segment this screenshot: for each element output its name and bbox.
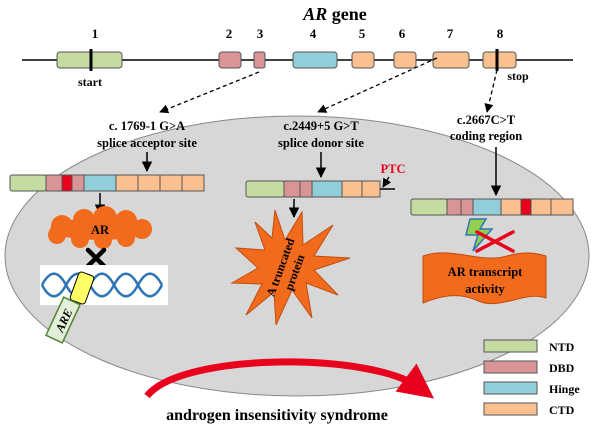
ptc-label: PTC (381, 162, 406, 176)
exon-2 (218, 51, 242, 69)
dashed-arrow-variant-2 (317, 57, 438, 113)
outcome-arrow (144, 358, 435, 399)
dna-panel (40, 265, 168, 305)
exon-number-7: 7 (447, 26, 454, 41)
exon-5 (351, 51, 375, 69)
transcript-variant-2 (245, 180, 381, 198)
exon-7 (432, 51, 470, 69)
ar-label: AR (91, 223, 110, 237)
exon-4 (292, 51, 338, 69)
variant-3-site: coding region (450, 129, 522, 143)
activity-label-line1: AR transcript (448, 265, 523, 279)
legend-label-dbd: DBD (549, 361, 575, 375)
gene-title: AR gene (302, 4, 367, 24)
transcript-variant-1 (9, 174, 205, 192)
activity-label-line2: activity (465, 282, 505, 296)
variant-3-name: c.2667C>T (457, 113, 516, 127)
exon-number-6: 6 (399, 26, 406, 41)
legend-swatch-ctd (483, 402, 538, 416)
exon-8 (482, 51, 517, 69)
ar-protein-cloud (48, 206, 152, 249)
ptc-arrow (382, 176, 392, 188)
transcript-variant-3 (410, 198, 574, 216)
variant-2-name: c.2449+5 G>T (283, 119, 359, 133)
red-x-icon (475, 230, 515, 253)
exon-number-4: 4 (310, 26, 317, 41)
activity-banner (422, 252, 547, 305)
block-x-icon (85, 247, 107, 269)
exon-3 (253, 51, 266, 69)
outcome-label: androgen insensitivity syndrome (166, 407, 388, 424)
dna-helix-icon (40, 272, 164, 298)
dashed-arrow-variant-3 (484, 69, 498, 113)
legend-label-hinge: Hinge (549, 382, 580, 396)
are-element: ARE (44, 296, 82, 344)
exon-6 (393, 51, 417, 69)
exon-number-2: 2 (226, 26, 233, 41)
exon-number-3: 3 (257, 26, 264, 41)
start-label: start (78, 75, 102, 89)
exon-number-1: 1 (92, 26, 99, 41)
legend-swatch-dbd (483, 360, 538, 374)
legend-swatch-ntd (483, 339, 538, 353)
ar-binding-domain (69, 271, 95, 305)
legend-label-ntd: NTD (549, 340, 575, 354)
legend-label-ctd: CTD (549, 403, 575, 417)
variant-2-site: splice donor site (278, 136, 364, 150)
legend: NTD DBD Hinge CTD (483, 339, 580, 417)
variant-1-site: splice acceptor site (97, 136, 197, 150)
truncated-protein-burst (230, 209, 351, 326)
exon-number-8: 8 (497, 26, 504, 41)
exon-number-5: 5 (359, 26, 366, 41)
dashed-arrow-variant-1 (159, 71, 260, 114)
legend-swatch-hinge (483, 381, 538, 395)
stop-label: stop (507, 69, 529, 83)
variant-1-name: c. 1769-1 G>A (109, 119, 185, 133)
